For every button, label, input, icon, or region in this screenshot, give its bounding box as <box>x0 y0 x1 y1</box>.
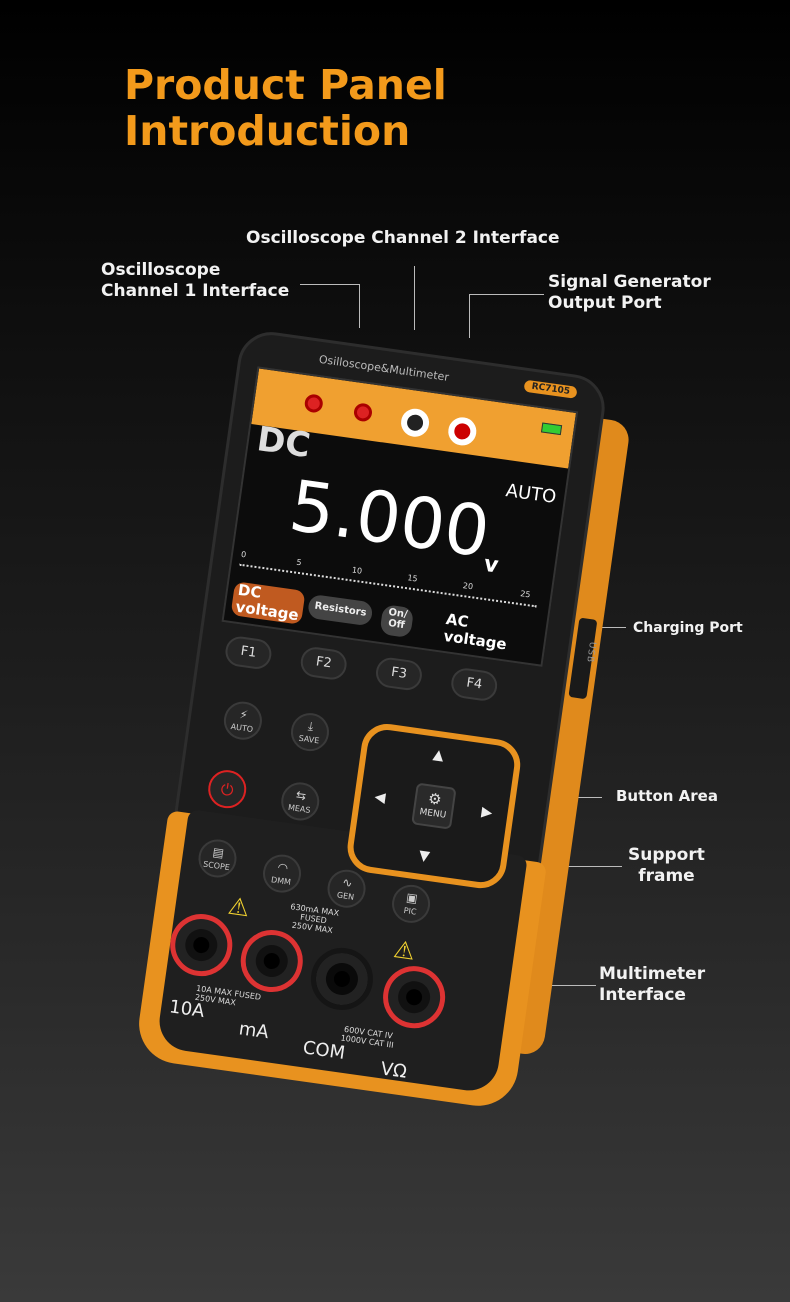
callout-text: Oscilloscope <box>101 260 221 280</box>
callout-charging-port: Charging Port <box>633 620 743 636</box>
image-icon: ▣ <box>405 890 419 906</box>
up-arrow-button[interactable]: ▲ <box>431 746 445 764</box>
left-arrow-button[interactable]: ◀ <box>373 788 387 807</box>
leader-line <box>470 294 544 295</box>
multimeter-device: USB Osilloscope&Multimeter RC7105 DC AUT… <box>133 327 632 1111</box>
wave-icon: ∿ <box>341 875 354 891</box>
button-label: SAVE <box>298 733 320 746</box>
scale-tick: 25 <box>519 589 532 600</box>
mode-label: DC <box>254 419 313 467</box>
button-label: GEN <box>336 890 355 902</box>
scale-tick: 10 <box>351 565 363 576</box>
leader-line <box>300 284 360 285</box>
navigation-pad: ▲ ▼ ◀ ▶ ⚙MENU <box>344 720 524 892</box>
power-icon: ⏻ <box>219 779 235 800</box>
port-icon <box>303 393 324 414</box>
button-label: PIC <box>403 905 417 917</box>
scale-tick: 5 <box>295 557 303 568</box>
high-voltage-icon: ⚠ <box>391 935 417 966</box>
callout-text: Channel 1 Interface <box>101 281 290 301</box>
jack-label-ma: mA <box>237 1018 271 1044</box>
callout-channel-2: Oscilloscope Channel 2 Interface <box>246 228 560 248</box>
right-arrow-button[interactable]: ▶ <box>480 803 494 822</box>
down-arrow-button[interactable]: ▼ <box>417 847 431 865</box>
reading-unit: v <box>482 551 500 579</box>
scale-tick: 20 <box>462 581 474 592</box>
port-icon <box>446 415 479 448</box>
softkey-resistors[interactable]: Resistors <box>306 593 374 627</box>
button-label: MEAS <box>287 802 311 815</box>
port-icon <box>399 406 431 439</box>
warning-icon: ⚠ <box>226 891 252 923</box>
callout-text: Support <box>628 845 705 865</box>
port-icon <box>352 402 374 423</box>
leader-line <box>359 284 360 328</box>
callout-text: Output Port <box>548 293 662 313</box>
button-label: AUTO <box>230 722 254 735</box>
softkey-on-off[interactable]: On/Off <box>379 604 415 639</box>
battery-icon <box>540 422 563 436</box>
button-label: SCOPE <box>202 859 231 873</box>
gauge-icon: ◠ <box>276 859 290 876</box>
leader-line <box>469 294 470 338</box>
callout-text: frame <box>638 866 695 886</box>
scale-tick: 0 <box>240 549 247 560</box>
leader-line <box>414 266 415 330</box>
title-line-1: Product Panel <box>124 61 447 109</box>
scale-tick: 15 <box>406 573 419 584</box>
softkey-text: Off <box>387 617 406 632</box>
menu-button[interactable]: ⚙MENU <box>411 782 457 830</box>
reading-value: 5.000 <box>284 464 495 574</box>
leader-line <box>556 866 622 867</box>
callout-text: Interface <box>599 985 686 1005</box>
jack-label-vohm: VΩ <box>379 1058 409 1083</box>
range-label: AUTO <box>504 480 558 508</box>
callout-button-area: Button Area <box>616 787 718 805</box>
title-line-2: Introduction <box>124 107 411 155</box>
callout-text: Multimeter <box>599 964 706 984</box>
button-label: DMM <box>270 875 292 887</box>
callout-text: Signal Generator <box>548 272 711 292</box>
